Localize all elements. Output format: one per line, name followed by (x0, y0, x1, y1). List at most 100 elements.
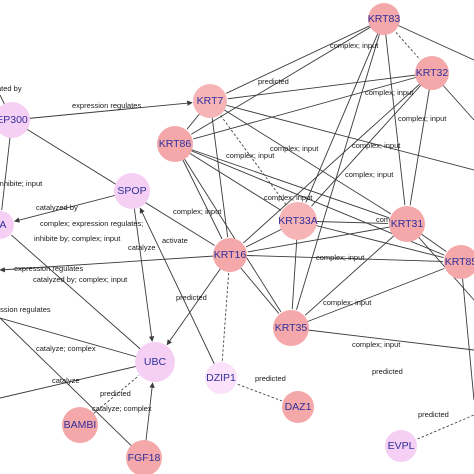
node-label: KRT32 (416, 67, 449, 79)
node-krt7[interactable]: KRT7 (193, 84, 227, 118)
node-circle[interactable] (157, 126, 193, 162)
node-circle[interactable] (389, 206, 425, 242)
edge-krt83-krt31 (383, 18, 406, 206)
edge-krt31-krt35 (304, 223, 408, 316)
edge-dzip1-spop (139, 207, 222, 379)
edge-krt7-krt16 (209, 100, 229, 238)
edge-krt32-krt33a (311, 72, 433, 207)
edge-ubc-off_l4 (0, 361, 156, 399)
edge-label: predicted (418, 410, 449, 419)
edge-krt86-krt31 (174, 143, 390, 219)
edge-label: catalyzed by (36, 203, 78, 212)
edge-krt85-off_r3 (460, 261, 474, 401)
node-circle[interactable] (444, 245, 474, 279)
node-spop[interactable]: SPOP (114, 173, 150, 209)
node-circle[interactable] (273, 310, 309, 346)
edge-label: complex; input (330, 41, 379, 50)
node-ubc[interactable]: UBC (135, 342, 175, 382)
node-krt35[interactable]: KRT35 (273, 310, 309, 346)
edge-label: complex; input (352, 141, 401, 150)
node-circle[interactable] (282, 391, 314, 423)
edge-label: complex; input (323, 298, 372, 307)
edge-label: predicted (176, 293, 207, 302)
node-label: KRT85 (445, 256, 474, 268)
edge-label: complex; input (352, 340, 401, 349)
edge-krt83-krt33a (305, 18, 385, 203)
edge-label: complex; input (226, 151, 275, 160)
node-fgf18[interactable]: FGF18 (126, 440, 162, 474)
edge-krt16-ubc (166, 254, 231, 346)
node-circle[interactable] (279, 202, 317, 240)
node-circle[interactable] (62, 407, 98, 443)
edge-label: inhibite; input (0, 179, 43, 188)
node-circle[interactable] (126, 440, 162, 474)
node-label: DZIP1 (206, 372, 236, 384)
edge-label: predicted (372, 367, 403, 376)
node-krt16[interactable]: KRT16 (213, 238, 247, 272)
node-dzip1[interactable]: DZIP1 (205, 362, 237, 394)
node-krt85[interactable]: KRT85 (444, 245, 474, 279)
edge-krt32-krt7 (227, 72, 433, 100)
edge-label: predicted (258, 77, 289, 86)
node-label: TA (0, 219, 6, 231)
node-label: UBC (144, 356, 167, 368)
node-krt32[interactable]: KRT32 (415, 56, 449, 90)
node-circle[interactable] (0, 211, 14, 239)
node-bambi[interactable]: BAMBI (62, 407, 98, 443)
node-krt33a[interactable]: KRT33A (278, 202, 318, 240)
edge-label: complex; input (345, 170, 394, 179)
edge-label: catalyze (52, 376, 80, 385)
node-label: SPOP (117, 185, 146, 197)
node-label: EVPL (388, 440, 415, 452)
node-label: KRT35 (275, 322, 308, 334)
edge-spop-ubc (131, 190, 155, 342)
edge-label: catalyze (128, 243, 156, 252)
node-krt31[interactable]: KRT31 (389, 206, 425, 242)
node-label: DAZ1 (285, 401, 312, 413)
edge-krt83-krt35 (296, 18, 385, 310)
edge-ubc-off_l3 (0, 317, 156, 363)
edge-label: ession regulates (0, 305, 51, 314)
edge-label: complex; input (316, 253, 365, 262)
node-circle[interactable] (0, 102, 30, 138)
edge-label: complex; input (173, 207, 222, 216)
edge-krt86-krt35 (174, 143, 282, 313)
edge-layer (0, 18, 474, 459)
edge-krt7-krt33a (209, 100, 287, 206)
node-krt86[interactable]: KRT86 (157, 126, 193, 162)
node-circle[interactable] (193, 84, 227, 118)
node-label: KRT83 (368, 13, 401, 25)
node-circle[interactable] (385, 430, 417, 462)
node-daz1[interactable]: DAZ1 (282, 391, 314, 423)
edge-label: complex; input (270, 144, 319, 153)
edge-krt83-off_tr1 (383, 18, 474, 61)
node-circle[interactable] (114, 173, 150, 209)
edge-fgf18-off_l3 (0, 317, 145, 459)
node-circle[interactable] (368, 3, 400, 35)
edge-label: predicted (255, 374, 286, 383)
node-label: KRT86 (159, 138, 192, 150)
node-label: KRT16 (214, 249, 247, 261)
node-evpl[interactable]: EVPL (385, 430, 417, 462)
edge-label: expression regulates (14, 264, 83, 273)
node-circle[interactable] (205, 362, 237, 394)
node-label: BAMBI (64, 419, 97, 431)
edge-krt35-off_r2 (290, 327, 474, 351)
node-krt83[interactable]: KRT83 (368, 3, 401, 35)
node-circle[interactable] (135, 342, 175, 382)
edge-krt32-krt86 (193, 72, 433, 140)
node-label: KRT33A (278, 215, 318, 227)
node-circle[interactable] (213, 238, 247, 272)
node-ep300[interactable]: EP300 (0, 102, 30, 138)
node-label: EP300 (0, 114, 28, 126)
node-ta[interactable]: TA (0, 211, 14, 239)
edge-krt16-krt85 (229, 254, 444, 262)
edge-krt31-krt16 (247, 223, 408, 253)
edge-krt83-krt7 (226, 18, 385, 94)
edge-label: activate (162, 236, 188, 245)
node-circle[interactable] (415, 56, 449, 90)
edge-spop-ta (14, 190, 133, 223)
edge-ep300-krt7 (11, 100, 193, 121)
edge-label: catalyzed by; complex; input (33, 275, 128, 284)
